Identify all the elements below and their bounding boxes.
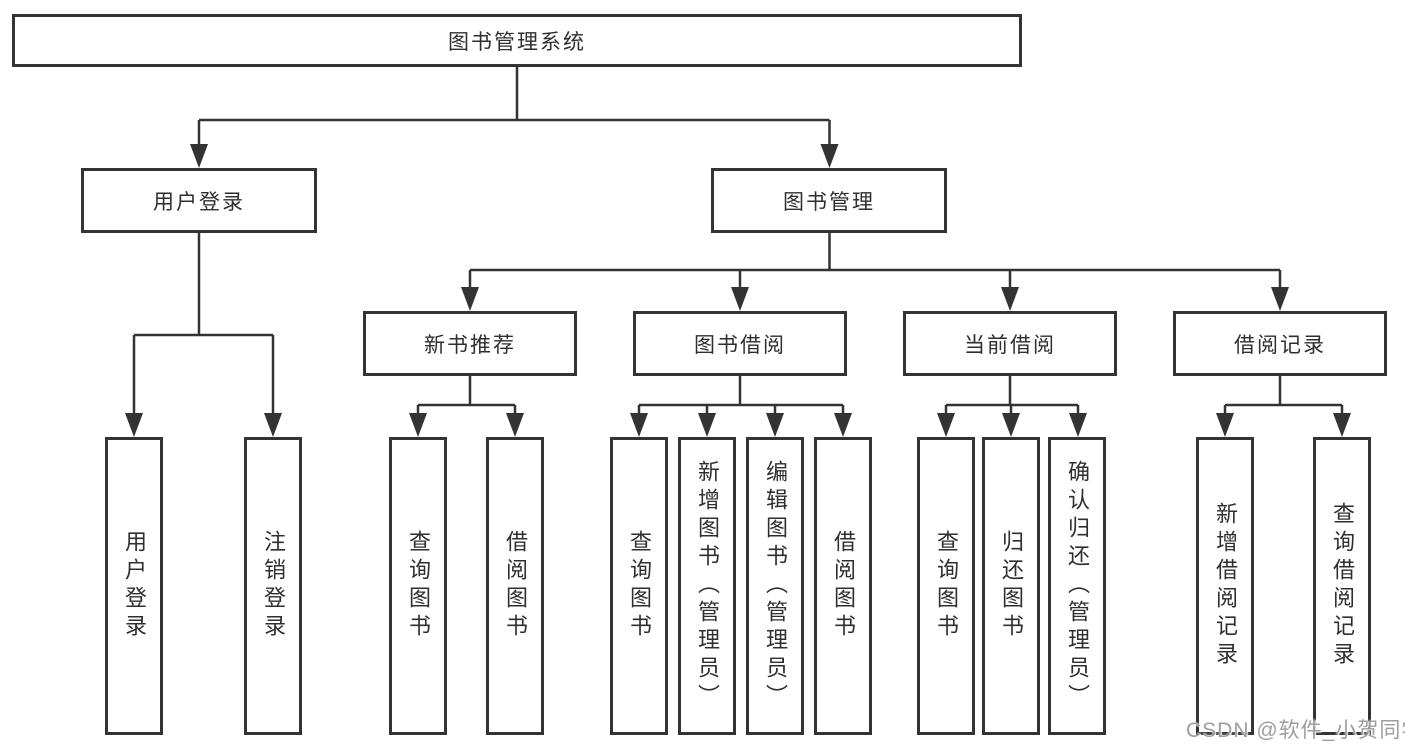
leaf-borrow-books-label: 借阅图书 <box>831 530 856 642</box>
leaf-query-books-current-label: 查询图书 <box>934 530 959 642</box>
node-user-login-label: 用户登录 <box>153 190 245 214</box>
leaf-return-books-label: 归还图书 <box>999 530 1024 642</box>
leaf-add-borrow-record-label: 新增借阅记录 <box>1213 502 1238 670</box>
leaf-borrow-books-recommend: 借阅图书 <box>486 437 544 735</box>
leaf-query-borrow-record: 查询借阅记录 <box>1313 437 1371 735</box>
node-root-label: 图书管理系统 <box>448 30 586 54</box>
node-new-book-recommend: 新书推荐 <box>363 311 577 376</box>
leaf-confirm-return-admin: 确认归还（管理员） <box>1048 437 1106 735</box>
leaf-query-borrow-record-label: 查询借阅记录 <box>1330 502 1355 670</box>
node-book-borrow: 图书借阅 <box>633 311 847 376</box>
node-current-borrow-label: 当前借阅 <box>964 333 1056 357</box>
node-new-book-recommend-label: 新书推荐 <box>424 333 516 357</box>
leaf-borrow-books: 借阅图书 <box>814 437 872 735</box>
leaf-return-books: 归还图书 <box>982 437 1040 735</box>
leaf-borrow-books-recommend-label: 借阅图书 <box>503 530 528 642</box>
leaf-user-login: 用户登录 <box>105 437 163 735</box>
node-borrow-records-label: 借阅记录 <box>1234 333 1326 357</box>
leaf-logout-label: 注销登录 <box>261 530 286 642</box>
leaf-query-books-borrow: 查询图书 <box>610 437 668 735</box>
node-book-management-label: 图书管理 <box>783 190 875 214</box>
csdn-watermark: CSDN @软件_小贺同学 <box>1186 719 1405 742</box>
node-user-login: 用户登录 <box>81 168 317 233</box>
leaf-add-books-admin-label: 新增图书（管理员） <box>695 460 720 712</box>
leaf-add-books-admin: 新增图书（管理员） <box>678 437 736 735</box>
leaf-query-books-recommend-label: 查询图书 <box>406 530 431 642</box>
leaf-edit-books-admin: 编辑图书（管理员） <box>746 437 804 735</box>
leaf-logout: 注销登录 <box>244 437 302 735</box>
leaf-add-borrow-record: 新增借阅记录 <box>1196 437 1254 735</box>
node-root-system: 图书管理系统 <box>12 14 1022 67</box>
leaf-query-books-current: 查询图书 <box>917 437 975 735</box>
leaf-edit-books-admin-label: 编辑图书（管理员） <box>763 460 788 712</box>
node-book-borrow-label: 图书借阅 <box>694 333 786 357</box>
node-book-management: 图书管理 <box>711 168 947 233</box>
node-borrow-records: 借阅记录 <box>1173 311 1387 376</box>
leaf-confirm-return-admin-label: 确认归还（管理员） <box>1065 460 1090 712</box>
leaf-query-books-borrow-label: 查询图书 <box>627 530 652 642</box>
leaf-user-login-label: 用户登录 <box>122 530 147 642</box>
arrowheads <box>125 144 1351 437</box>
leaf-query-books-recommend: 查询图书 <box>389 437 447 735</box>
node-current-borrow: 当前借阅 <box>903 311 1117 376</box>
